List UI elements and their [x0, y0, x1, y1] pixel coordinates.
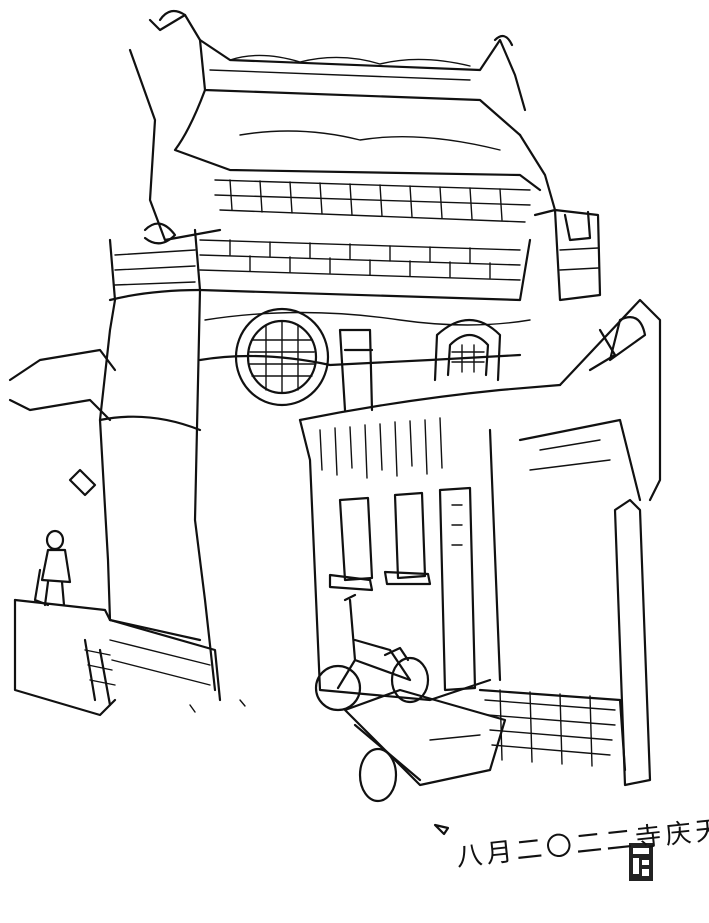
tower-wall [98, 228, 532, 692]
right-wing [478, 298, 662, 787]
bicycle-cart [314, 593, 507, 803]
chimneys [338, 208, 602, 412]
front-building [298, 383, 562, 702]
left-structure [8, 348, 222, 717]
roof [128, 9, 557, 245]
seal-stamp [629, 843, 653, 881]
ground-marks [189, 699, 450, 836]
person-figure [33, 529, 72, 607]
arched-window [433, 319, 502, 382]
round-window [234, 307, 330, 407]
